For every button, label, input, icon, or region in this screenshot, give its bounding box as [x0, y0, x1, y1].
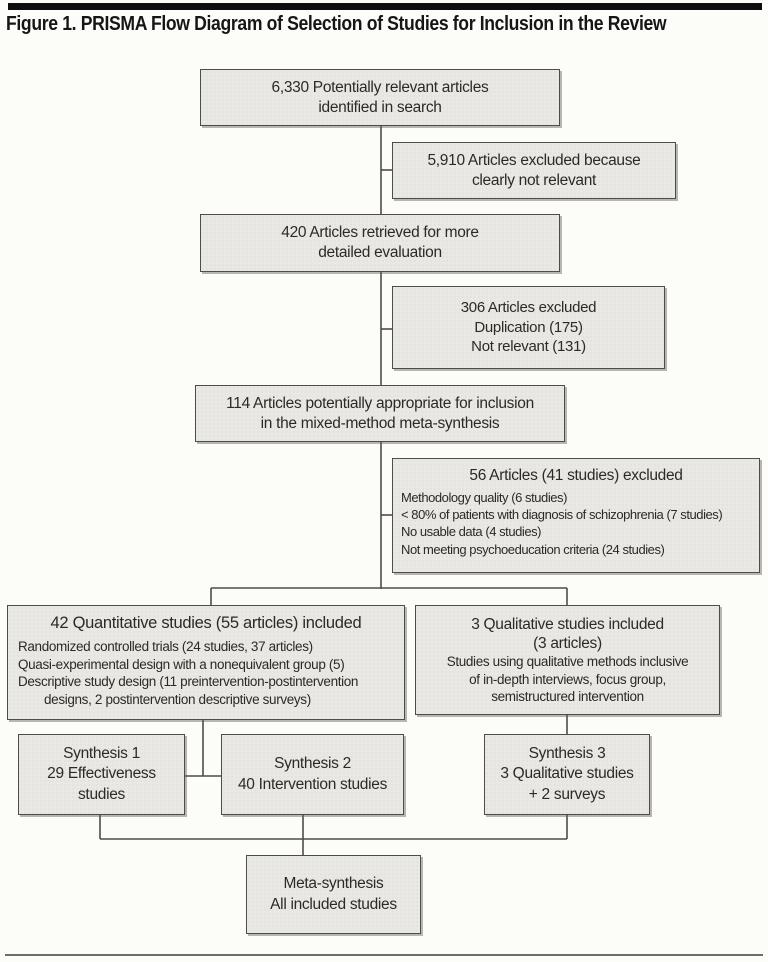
box-text-line: Meta-synthesis	[283, 874, 384, 892]
box-header: 3 Qualitative studies included	[471, 615, 664, 633]
box-text-line: studies	[77, 785, 125, 803]
box-text-line: detailed evaluation	[318, 244, 442, 261]
box-text-line: of in-depth interviews, focus group,	[469, 671, 666, 687]
box-synthesis-2: Synthesis 2 40 Intervention studies	[221, 734, 404, 815]
figure-title: Figure 1. PRISMA Flow Diagram of Selecti…	[6, 13, 667, 35]
box-excluded-criteria: 56 Articles (41 studies) excluded Method…	[392, 458, 760, 573]
box-text-line: 29 Effectiveness	[47, 765, 156, 783]
box-text-line: Synthesis 1	[63, 745, 140, 763]
box-text-line: clearly not relevant	[471, 171, 597, 189]
box-text-line: 5,910 Articles excluded because	[427, 151, 641, 169]
box-text-line: identified in search	[318, 98, 442, 116]
box-excluded-duplication: 306 Articles excluded Duplication (175) …	[392, 286, 665, 369]
box-text-line: 40 Intervention studies	[237, 775, 388, 793]
box-text-line: Not relevant (131)	[471, 338, 586, 356]
box-text-line: All included studies	[270, 895, 397, 913]
box-text-line: Synthesis 2	[274, 755, 351, 773]
box-text-line: semistructured intervention	[491, 689, 644, 704]
box-text-line: Duplication (175)	[474, 318, 583, 336]
box-synthesis-1: Synthesis 1 29 Effectiveness studies	[18, 734, 185, 815]
box-retrieved-for-evaluation: 420 Articles retrieved for more detailed…	[200, 214, 560, 272]
box-text-line: in the mixed-method meta-synthesis	[260, 414, 500, 432]
box-text-line: 420 Articles retrieved for more	[281, 224, 479, 242]
box-header: (3 articles)	[533, 635, 602, 653]
box-potentially-appropriate: 114 Articles potentially appropriate for…	[195, 385, 565, 442]
box-qualitative-studies: 3 Qualitative studies included (3 articl…	[415, 605, 720, 715]
study-type-item: Randomized controlled trials (24 studies…	[18, 638, 313, 654]
box-potentially-relevant: 6,330 Potentially relevant articles iden…	[200, 69, 560, 126]
box-synthesis-3: Synthesis 3 3 Qualitative studies + 2 su…	[484, 734, 650, 815]
top-rule	[8, 3, 762, 10]
box-text-line: 3 Qualitative studies	[500, 765, 634, 783]
box-meta-synthesis: Meta-synthesis All included studies	[246, 855, 421, 934]
box-text-line: 6,330 Potentially relevant articles	[271, 78, 489, 96]
study-type-item: Descriptive study design (11 preinterven…	[18, 674, 359, 707]
exclusion-reason: No usable data (4 studies)	[401, 524, 542, 540]
box-excluded-not-relevant: 5,910 Articles excluded because clearly …	[392, 142, 676, 199]
bottom-rule	[5, 954, 763, 956]
box-header: 42 Quantitative studies (55 articles) in…	[50, 614, 362, 632]
box-header: 56 Articles (41 studies) excluded	[469, 467, 683, 484]
box-text-line: Studies using qualitative methods inclus…	[446, 654, 689, 670]
box-quantitative-studies: 42 Quantitative studies (55 articles) in…	[7, 605, 405, 720]
box-text-line: 114 Articles potentially appropriate for…	[226, 394, 534, 412]
exclusion-reason: Not meeting psychoeducation criteria (24…	[401, 541, 665, 557]
exclusion-reason: < 80% of patients with diagnosis of schi…	[401, 507, 723, 523]
box-text-line: + 2 surveys	[528, 785, 606, 803]
box-text-line: 306 Articles excluded	[460, 298, 597, 316]
study-type-item: Quasi-experimental design with a nonequi…	[18, 656, 345, 672]
box-text-line: Synthesis 3	[528, 745, 606, 763]
exclusion-reason: Methodology quality (6 studies)	[401, 489, 567, 505]
